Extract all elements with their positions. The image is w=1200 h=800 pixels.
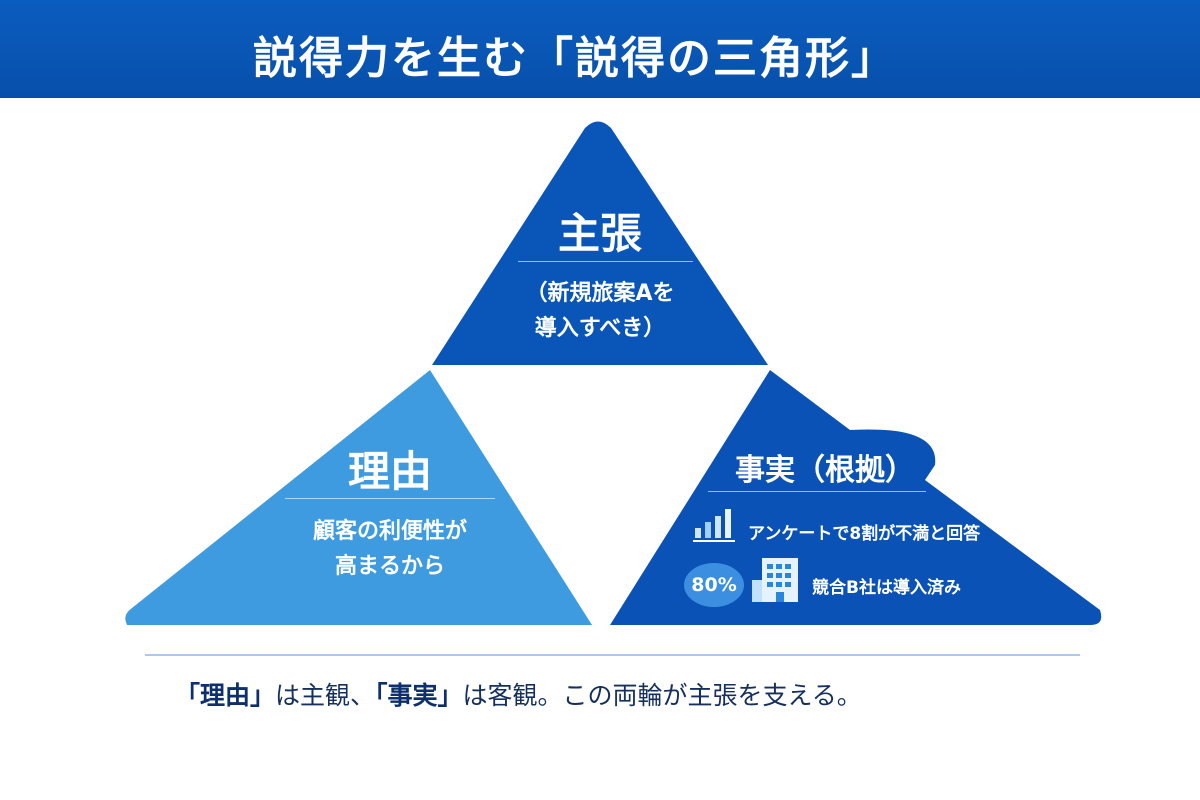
claim-triangle (432, 121, 768, 365)
fact-item-survey: アンケートで8割が不満と回答 (748, 524, 981, 544)
divider-line (145, 654, 1080, 656)
caption-text2: は客観。この両輪が主張を支える。 (462, 681, 862, 710)
building-icon (752, 558, 798, 602)
claim-divider (518, 261, 693, 262)
caption-reason: 「理由」 (175, 681, 276, 710)
reason-divider (285, 498, 495, 499)
claim-heading: 主張 (557, 209, 642, 258)
page-title: 説得力を生む「説得の三角形」 (253, 33, 897, 84)
fact-triangle (610, 370, 1102, 625)
claim-line1: （新規旅案Aを (525, 281, 675, 306)
fact-divider (708, 491, 926, 492)
reason-heading: 理由 (347, 447, 432, 496)
fact-heading: 事実（根拠） (735, 453, 915, 488)
caption-fact: 「事実」 (375, 681, 463, 710)
reason-line1: 顧客の利便性が (312, 519, 467, 544)
caption: 「理由」は主観、「事実」は客観。この両輪が主張を支える。 (175, 676, 862, 712)
reason-triangle (125, 370, 592, 625)
reason-line2: 高まるから (334, 554, 445, 579)
claim-line2: 導入すべき） (534, 316, 666, 341)
percent-badge: 80% (684, 563, 744, 607)
fact-item-competitor: 競合B社は導入済み (812, 578, 961, 598)
header-band: 説得力を生む「説得の三角形」 (0, 0, 1200, 98)
bar-chart-icon (693, 509, 735, 542)
caption-text1: は主観、 (275, 681, 376, 710)
